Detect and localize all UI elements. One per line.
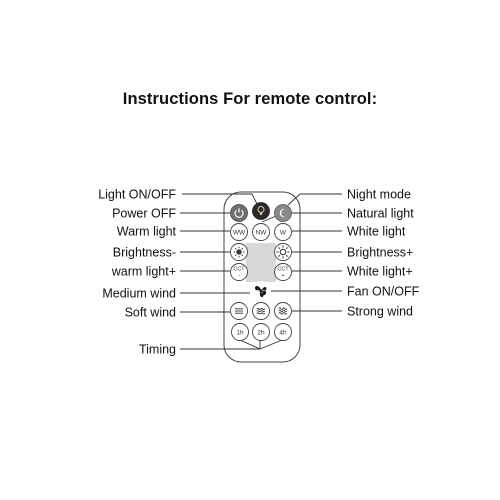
label-warm-light: Warm light <box>117 225 177 239</box>
page-title: Instructions For remote control: <box>122 90 378 108</box>
medium-wind-button[interactable] <box>252 302 270 320</box>
leader-lines-right <box>261 193 342 312</box>
nw-label: NW <box>256 229 268 236</box>
timer-2h-button[interactable]: 2h <box>252 323 270 341</box>
night-mode-button[interactable] <box>274 204 292 222</box>
cct-minus-sign: - <box>238 273 240 279</box>
wind-soft-icon <box>235 308 243 314</box>
light-on-off-button[interactable] <box>252 202 270 220</box>
label-medium-wind: Medium wind <box>102 287 176 301</box>
warm-light-button[interactable]: WW <box>230 223 248 241</box>
moon-icon <box>279 208 286 218</box>
fan-on-off-button[interactable] <box>251 281 271 301</box>
strong-wind-button[interactable] <box>274 302 292 320</box>
label-natural-light: Natural light <box>347 207 414 221</box>
w-label: W <box>280 229 287 236</box>
label-brightness-minus: Brightness- <box>113 246 176 260</box>
timer-2h-label: 2h <box>257 329 265 336</box>
bulb-icon <box>257 206 265 215</box>
label-white-light: White light <box>347 225 406 239</box>
label-fan-on-off: Fan ON/OFF <box>347 285 420 299</box>
label-white-light-plus: White light+ <box>347 265 413 279</box>
label-strong-wind: Strong wind <box>347 305 413 319</box>
wind-strong-icon <box>278 307 288 315</box>
label-night-mode: Night mode <box>347 188 411 202</box>
cct-plus-sign: + <box>281 273 284 279</box>
fan-icon <box>254 286 267 298</box>
brightness-band <box>246 243 276 263</box>
label-light-on-off: Light ON/OFF <box>98 188 176 202</box>
cct-minus-button[interactable]: CCT - <box>230 263 248 281</box>
label-brightness-plus: Brightness+ <box>347 246 413 260</box>
timer-1h-label: 1h <box>236 329 244 336</box>
sun-large-icon <box>276 245 290 259</box>
label-power-off: Power OFF <box>112 207 176 221</box>
power-icon <box>234 208 244 218</box>
ww-label: WW <box>233 229 246 236</box>
label-timing: Timing <box>139 343 176 357</box>
power-off-button[interactable] <box>230 204 248 222</box>
brightness-minus-button[interactable] <box>230 243 248 261</box>
white-light-button[interactable]: W <box>274 223 292 241</box>
cct-plus-label: CCT <box>277 267 289 273</box>
label-warm-light-plus: warm light+ <box>111 265 176 279</box>
brightness-plus-button[interactable] <box>274 243 292 261</box>
label-soft-wind: Soft wind <box>125 306 176 320</box>
soft-wind-button[interactable] <box>230 302 248 320</box>
wind-medium-icon <box>256 308 266 315</box>
timer-4h-label: 4h <box>279 329 287 336</box>
sun-small-icon <box>233 246 245 258</box>
cct-minus-label: CCT <box>233 267 245 273</box>
timer-4h-button[interactable]: 4h <box>274 323 292 341</box>
cct-band <box>246 262 276 282</box>
timer-1h-button[interactable]: 1h <box>231 323 249 341</box>
cct-plus-button[interactable]: CCT + <box>274 263 292 281</box>
leader-lines-left <box>180 193 283 350</box>
natural-light-button[interactable]: NW <box>252 223 270 241</box>
